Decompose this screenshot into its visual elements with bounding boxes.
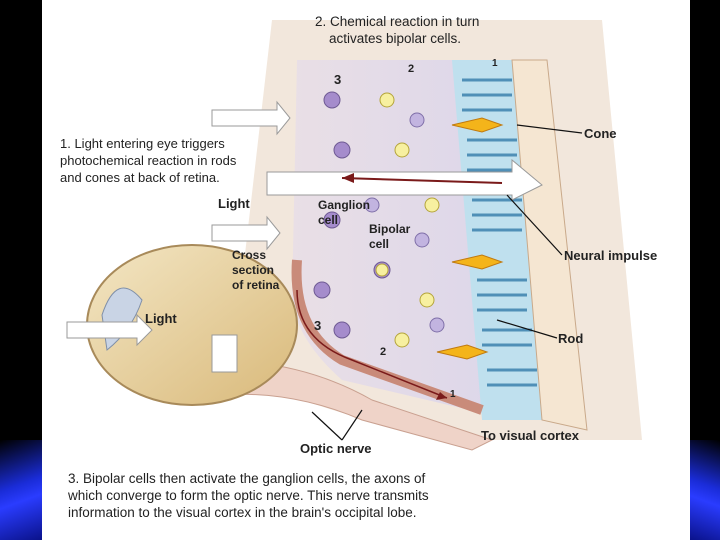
step1-text-line1: 1. Light entering eye triggers <box>60 136 225 151</box>
light-label-top: Light <box>218 196 250 211</box>
signal-path-line <box>296 289 448 399</box>
layer-number-1-bottom: 1 <box>450 389 456 400</box>
retina-diagram-panel: 2. Chemical reaction in turn activates b… <box>42 0 690 540</box>
signal-path-arrowhead <box>436 392 447 400</box>
bipolar-label-line2: cell <box>369 237 390 251</box>
step1-text-line3: and cones at back of retina. <box>60 170 220 185</box>
bipolar-label-line1: Bipolar <box>369 222 411 236</box>
cross-section-marker <box>211 334 238 373</box>
nerve-fiber-band <box>291 259 484 415</box>
cone-cells <box>436 117 504 360</box>
retina-wall <box>511 59 588 431</box>
layer-number-3-top: 3 <box>334 72 342 87</box>
layer-number-2-top: 2 <box>408 63 415 75</box>
step3-text-line2: which converge to form the optic nerve. … <box>68 488 429 503</box>
step2-text-line2: activates bipolar cells. <box>329 31 462 46</box>
cone-label: Cone <box>584 126 617 141</box>
light-label-eye: Light <box>145 311 177 326</box>
step2-text-line1: 2. Chemical reaction in turn <box>315 14 480 29</box>
blue-corner-decoration-left <box>0 440 42 540</box>
layer-number-1-top: 1 <box>492 58 498 69</box>
cross-section-label-line2: section <box>232 263 275 277</box>
retina-illustration <box>66 20 642 451</box>
leader-lines <box>311 124 583 441</box>
step1-text-line2: photochemical reaction in rods <box>60 153 237 168</box>
cross-section-label-line1: Cross <box>232 248 267 262</box>
ganglion-label-line1: Ganglion <box>318 198 370 212</box>
visual-cortex-label: To visual cortex <box>481 428 580 443</box>
optic-nerve-label: Optic nerve <box>300 441 372 456</box>
neural-impulse-arrow <box>341 177 503 184</box>
layer-number-3-bottom: 3 <box>314 318 322 333</box>
blue-corner-decoration-right <box>690 440 720 540</box>
step3-text-line3: information to the visual cortex in the … <box>68 505 417 520</box>
neural-impulse-label: Neural impulse <box>564 248 658 263</box>
bipolar-cells <box>375 92 440 348</box>
cross-section-label-line3: of retina <box>232 278 280 292</box>
ganglion-label-line2: cell <box>318 213 339 227</box>
layer-number-2-bottom: 2 <box>380 346 387 358</box>
rod-cells <box>462 78 537 387</box>
rod-label: Rod <box>558 331 584 346</box>
neural-impulse-arrowhead <box>342 173 354 183</box>
step3-text-line1: 3. Bipolar cells then activate the gangl… <box>68 471 426 486</box>
